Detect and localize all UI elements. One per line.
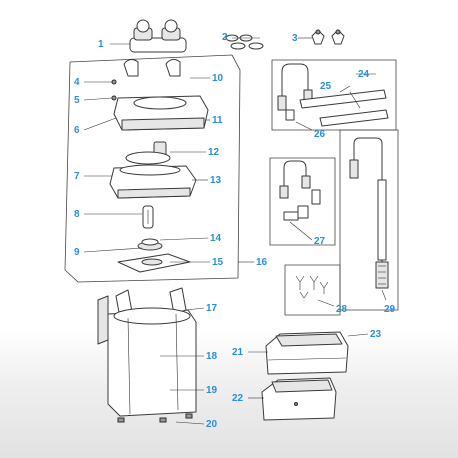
upper-basket-part xyxy=(265,331,349,375)
part-label-22: 22 xyxy=(232,393,244,404)
part-label-27: 27 xyxy=(314,236,326,247)
part-label-19: 19 xyxy=(206,385,218,396)
part-label-6: 6 xyxy=(74,125,80,136)
group-16-box xyxy=(64,54,241,283)
part-label-14: 14 xyxy=(210,233,222,244)
part-label-23: 23 xyxy=(370,329,382,340)
part-label-16: 16 xyxy=(256,257,268,268)
part-label-9: 9 xyxy=(74,247,80,258)
part-label-29: 29 xyxy=(384,304,396,315)
part-label-3: 3 xyxy=(292,33,298,44)
part-label-7: 7 xyxy=(74,171,80,182)
hose-tubes-part xyxy=(277,63,389,127)
group-28-box xyxy=(284,264,341,316)
impeller-part xyxy=(142,205,154,229)
part-label-25: 25 xyxy=(320,81,332,92)
lower-basket-part xyxy=(261,377,337,421)
part-label-12: 12 xyxy=(208,147,220,158)
base-plate-part xyxy=(117,238,191,273)
part-label-21: 21 xyxy=(232,347,244,358)
part-label-10: 10 xyxy=(212,73,224,84)
group-29-box xyxy=(339,129,399,311)
part-label-1: 1 xyxy=(98,39,104,50)
small-tube-kit-part xyxy=(279,160,321,221)
part-label-2: 2 xyxy=(222,32,228,43)
clamps-part xyxy=(295,275,329,299)
part-label-13: 13 xyxy=(210,175,222,186)
canister-body-part xyxy=(97,287,197,423)
fittings-part xyxy=(311,29,345,45)
intake-tube-part xyxy=(349,137,389,289)
valve-head-part xyxy=(129,19,187,53)
part-label-8: 8 xyxy=(74,209,80,220)
part-label-15: 15 xyxy=(212,257,224,268)
leader-lines xyxy=(83,37,387,425)
group-27-box xyxy=(269,157,336,246)
part-label-28: 28 xyxy=(336,304,348,315)
part-label-4: 4 xyxy=(74,77,80,88)
top-cover-part xyxy=(113,95,209,131)
part-label-20: 20 xyxy=(206,419,218,430)
part-label-26: 26 xyxy=(314,129,326,140)
part-label-24: 24 xyxy=(358,69,370,80)
motor-unit-part xyxy=(109,141,197,199)
elbow-connectors-part xyxy=(111,58,181,101)
part-label-5: 5 xyxy=(74,95,80,106)
part-label-11: 11 xyxy=(212,115,223,126)
part-label-18: 18 xyxy=(206,351,218,362)
clips-part xyxy=(225,34,264,50)
part-label-17: 17 xyxy=(206,303,218,314)
